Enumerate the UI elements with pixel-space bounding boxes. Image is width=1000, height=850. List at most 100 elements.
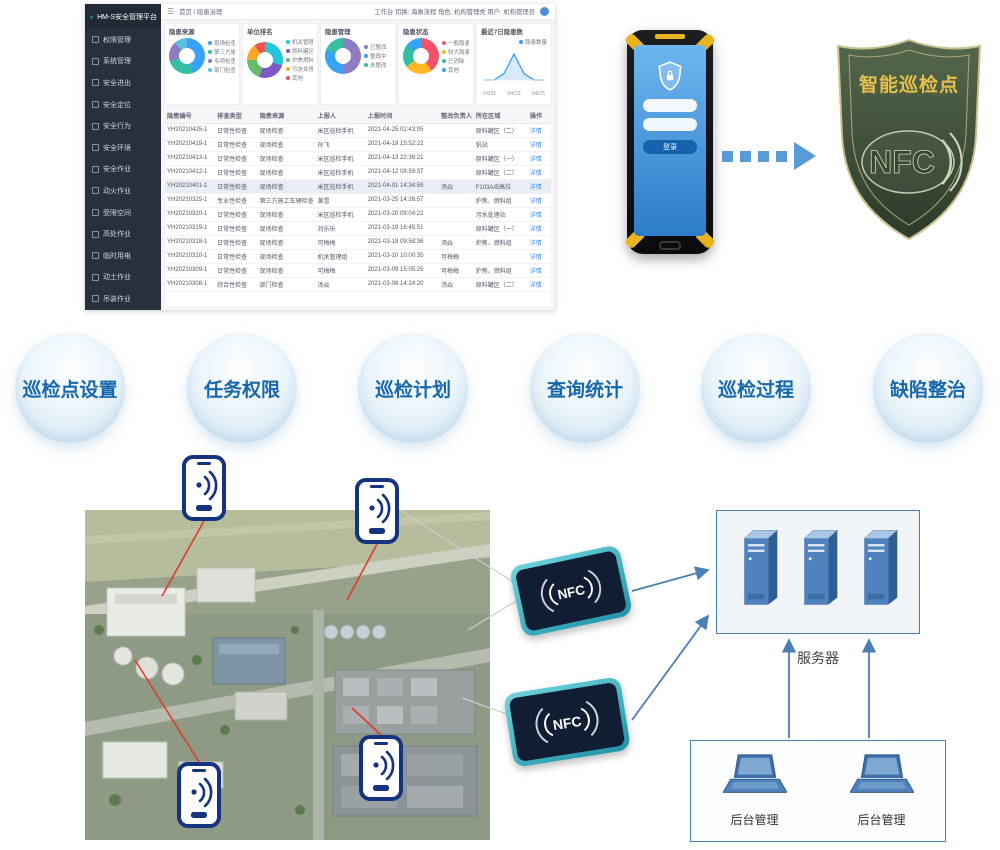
detail-link[interactable]: 详情 [529,170,542,177]
legend-label: 其他 [448,67,460,74]
table-cell: 原料罐区（一） [473,221,528,236]
sidebar-item[interactable]: 安全行为 [85,115,161,137]
topbar-user-info: 工作台 切换: 海象流程 角色: 机构管理类 用户: 机构管理员 [374,9,535,16]
badge-title: 智能巡检点 [859,73,959,96]
legend-item: 污水处理站 [286,65,313,73]
table-cell: 可梅梅 [315,263,366,278]
sidebar-item[interactable]: 吊装作业 [85,288,161,310]
table-cell: 现场检查 [257,151,316,166]
legend-label: 隐患数量 [524,40,547,46]
table-cell: 现场检查 [257,235,316,250]
table-cell: 原料罐区（二） [473,123,528,138]
panel-title: 隐患状态 [403,29,429,36]
sidebar-item[interactable]: 安全环境 [85,137,161,159]
menu-item-icon [92,79,99,87]
legend-dot [442,67,446,72]
table-cell: 日常性检查 [215,263,258,278]
detail-link[interactable]: 详情 [529,184,542,191]
table-cell: 机关管理组 [315,249,366,264]
sidebar-item[interactable]: 受限空间 [85,202,161,224]
password-input[interactable] [643,118,697,131]
sidebar-item[interactable]: 系统管理 [85,51,161,73]
legend-item: 原料罐区 [286,47,313,55]
sidebar-item-label: 安全行为 [103,123,131,131]
table-cell: YH20210308-1 [165,277,216,292]
legend-item: 已消除 [442,57,469,65]
avatar[interactable] [540,7,549,16]
panel-title: 最近7日隐患数 [481,29,523,36]
server-label: 服务器 [797,650,839,666]
table-cell: 2021-03-09 15:05:25 [365,263,440,278]
panel-title: 隐患来源 [169,29,195,36]
nfc-tag-phone [177,762,221,828]
detail-link[interactable]: 详情 [529,226,542,233]
detail-link[interactable]: 详情 [529,268,542,275]
sidebar-item[interactable]: 高处作业 [85,223,161,245]
table-cell: 第三方施工车辆检查 [257,193,316,208]
table-cell: 详情 [527,235,551,250]
handheld-phone: 登录 [624,30,716,254]
feature-circle: 巡检过程 [701,333,811,443]
table-cell [439,123,474,138]
admin-workstation: 后台管理 [721,753,788,828]
legend-dot [364,63,368,67]
nfc-badge: 智能巡检点 NFC [830,34,988,246]
sidebar-item[interactable]: 动火作业 [85,180,161,202]
panel-body: 现场检查第三方施工检查专项检查部门检查 [169,38,235,74]
sidebar-item-label: 动火作业 [103,187,131,195]
legend-dot [286,49,290,53]
table-cell: 日常性检查 [215,235,258,250]
table-cell [439,193,474,208]
detail-link[interactable]: 详情 [529,240,542,247]
detail-link[interactable]: 详情 [529,156,542,163]
dashboard-panel: 隐患来源现场检查第三方施工检查专项检查部门检查 [165,24,239,104]
column-header: 上报时间 [365,108,440,124]
detail-link[interactable]: 详情 [529,212,542,219]
detail-link[interactable]: 详情 [529,254,542,261]
home-button[interactable] [659,241,681,250]
sidebar-item[interactable]: 安全进出 [85,72,161,94]
table-cell: 孙飞 [315,137,366,152]
table-cell: 2021-03-10 10:00:35 [365,249,440,264]
legend-item: 较大隐患 [442,48,469,56]
sidebar-item[interactable]: 动土作业 [85,267,161,289]
table-cell: YH20210320-1 [165,207,216,222]
sidebar-item[interactable]: 权限管理 [85,29,161,51]
menu-toggle-icon[interactable]: ☰ [167,7,175,16]
table-cell: 原料罐区（一） [473,151,528,166]
chart-legend: 现场检查第三方施工检查专项检查部门检查 [208,39,235,74]
detail-link[interactable]: 详情 [529,128,542,135]
username-input[interactable] [643,99,697,112]
table-cell: 日常性检查 [215,249,258,264]
detail-link[interactable]: 详情 [529,142,542,149]
detail-link[interactable]: 详情 [529,198,542,205]
sidebar-item[interactable]: 临时用电 [85,245,161,267]
panel-body: 一般隐患较大隐患已消除其他 [403,38,469,74]
sidebar-item[interactable]: 安全定位 [85,94,161,116]
table-cell: 详情 [527,137,551,152]
legend-item: 专项检查 [208,57,235,65]
feature-circle: 任务权限 [187,333,297,443]
login-button[interactable]: 登录 [643,140,697,154]
table-cell: YH20210310-1 [165,249,216,264]
table-cell: 日常性检查 [215,179,258,194]
sidebar-item[interactable]: 安全作业 [85,159,161,181]
table-cell: 汤焱 [315,277,366,292]
legend-label: 较大隐患 [448,49,469,56]
table-cell: YH20210319-1 [165,221,216,236]
table-cell: 详情 [527,277,551,292]
detail-link[interactable]: 详情 [529,282,542,289]
legend-item: 一般隐患 [442,39,469,47]
